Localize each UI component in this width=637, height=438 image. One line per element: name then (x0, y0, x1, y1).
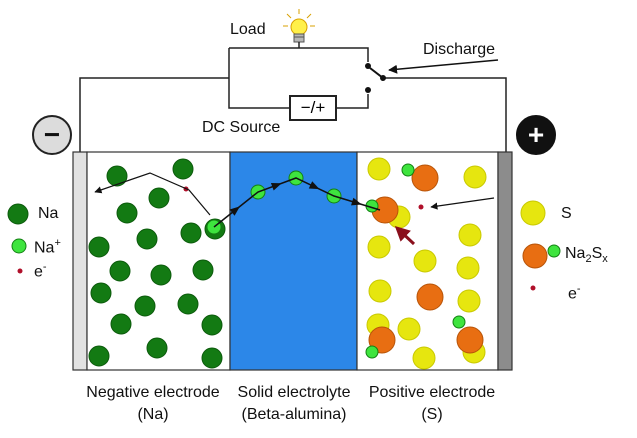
sodium-ion-migration-path (213, 177, 381, 228)
sulfur-atom (397, 317, 421, 341)
legend-na-label: Na (38, 205, 59, 222)
legend-s-label: S (561, 205, 572, 222)
legend-sodium-ion-symbol (11, 238, 27, 254)
legend-electron-charge-right: - (576, 283, 581, 295)
sulfur-atom (412, 346, 436, 370)
sodium-atom (88, 236, 110, 258)
legend-na2sx-label: Na2Sx (565, 246, 608, 265)
reaction-arrow (394, 225, 416, 246)
light-bulb-icon (283, 9, 315, 48)
legend-polysulfide-symbol (522, 243, 548, 269)
sodium-polysulfide-particle (456, 326, 484, 354)
legend-na2sx-part2: S (591, 245, 603, 262)
negative-electrode-compartment (86, 151, 231, 371)
sodium-atom (110, 313, 132, 335)
sodium-atom (192, 259, 214, 281)
caption-positive-line2: (S) (421, 406, 443, 423)
legend-electron-label-left: e- (34, 262, 47, 280)
legend-electron-charge-left: - (42, 261, 47, 273)
legend-na-ion-text: Na (34, 239, 55, 257)
switch-icon (365, 63, 386, 93)
sodium-atom (136, 228, 158, 250)
caption-negative-line1: Negative electrode (86, 384, 220, 401)
sodium-polysulfide-particle (411, 164, 439, 192)
legend-electron-text-left: e (34, 263, 43, 281)
sodium-atom (201, 314, 223, 336)
sulfur-atom (413, 249, 437, 273)
legend-polysulfide-sodium-symbol (547, 244, 561, 258)
caption-positive-electrode: Positive electrode (S) (357, 382, 507, 426)
negative-terminal: − (32, 115, 72, 155)
solid-electrolyte-compartment (229, 151, 358, 371)
positive-current-collector (497, 151, 513, 371)
sodium-atom (88, 345, 110, 367)
migration-arrowhead (270, 182, 282, 191)
dc-source-switch[interactable]: −/+ (289, 95, 337, 121)
legend-na-ion-charge: + (54, 237, 61, 249)
sodium-ion (452, 315, 466, 329)
sodium-atom (106, 165, 128, 187)
sulfur-atom (458, 223, 482, 247)
sodium-atom (150, 264, 172, 286)
sodium-polysulfide-particle (368, 326, 396, 354)
migration-arrowhead (229, 206, 240, 216)
migration-arrowheads (229, 181, 362, 216)
sodium-atom (90, 282, 112, 304)
caption-negative-electrode: Negative electrode (Na) (63, 382, 243, 426)
legend-na2sx-sub2: x (602, 253, 608, 266)
sodium-atom (148, 187, 170, 209)
positive-terminal: + (516, 115, 556, 155)
discharge-label: Discharge (423, 41, 496, 58)
sodium-atom (201, 347, 223, 369)
legend-symbols (7, 200, 561, 291)
legend-sodium-symbol (7, 203, 29, 225)
negative-sign: − (43, 119, 61, 150)
discharge-arrow (388, 59, 499, 74)
sodium-polysulfide-particle (416, 283, 444, 311)
sodium-ion (401, 163, 415, 177)
sodium-atom (109, 260, 131, 282)
sodium-atom (134, 295, 156, 317)
negative-current-collector (72, 151, 88, 371)
electron-arrow-positive (430, 197, 495, 210)
electron-path-negative (94, 172, 211, 216)
caption-solid-electrolyte: Solid electrolyte (Beta-alumina) (221, 382, 367, 426)
dc-source-label: DC Source (202, 119, 281, 136)
legend-na2sx-part1: Na (565, 245, 586, 262)
sodium-atom (146, 337, 168, 359)
legend-electron-text-right: e (568, 285, 577, 303)
migration-arrowhead (308, 181, 320, 190)
sodium-atom (177, 293, 199, 315)
caption-negative-line2: (Na) (137, 406, 169, 423)
legend-electron-symbol-left (17, 268, 23, 274)
sodium-atom (172, 158, 194, 180)
load-label: Load (230, 21, 266, 38)
sulfur-atom (456, 256, 480, 280)
caption-positive-line1: Positive electrode (368, 384, 496, 401)
electron-dot (418, 204, 424, 210)
sodium-atom (180, 222, 202, 244)
legend-electron-symbol-right (530, 285, 536, 291)
sulfur-atom (368, 279, 392, 303)
legend-na-ion-label: Na+ (34, 238, 61, 256)
sulfur-atom (367, 157, 391, 181)
particles-layer (88, 157, 487, 370)
circuit-wires (79, 47, 507, 152)
positive-sign: + (527, 119, 545, 150)
legend-electron-label-right: e- (568, 284, 581, 302)
migration-arrowhead (351, 197, 362, 206)
sodium-atom (116, 202, 138, 224)
sulfur-atom (457, 289, 481, 313)
sodium-ion (365, 345, 379, 359)
sulfur-atom (367, 235, 391, 259)
caption-electrolyte-line1: Solid electrolyte (237, 384, 351, 401)
sulfur-atom (463, 165, 487, 189)
dc-source-switch-text: −/+ (300, 98, 326, 117)
legend-sulfur-symbol (520, 200, 546, 226)
caption-electrolyte-line2: (Beta-alumina) (241, 406, 347, 423)
legend-na2sx-sub1: 2 (585, 253, 592, 266)
